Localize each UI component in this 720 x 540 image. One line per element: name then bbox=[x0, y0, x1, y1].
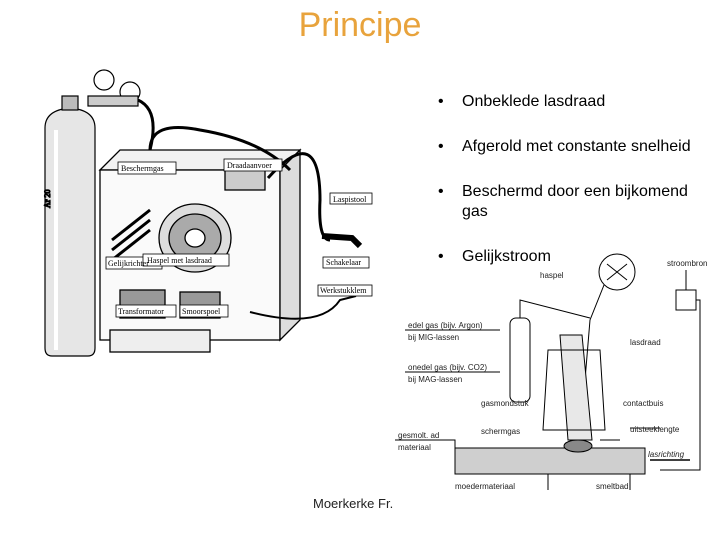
label-werkstukklem: Werkstukklem bbox=[320, 286, 367, 295]
label-box bbox=[142, 253, 230, 267]
label-beschermgas: Beschermgas bbox=[121, 164, 164, 173]
label-haspel-met-lasdraad: Haspel met lasdraad bbox=[147, 256, 212, 265]
label-box bbox=[117, 161, 177, 175]
bullet-text: Onbeklede lasdraad bbox=[462, 93, 606, 110]
label-box bbox=[322, 256, 370, 269]
label-schermgas: schermgas bbox=[481, 427, 520, 436]
label-lasdraad: lasdraad bbox=[630, 338, 661, 347]
label-box bbox=[179, 304, 229, 318]
label-haspel: haspel bbox=[540, 271, 564, 280]
bullet-item: • Onbeklede lasdraad bbox=[436, 92, 706, 112]
bullet-dot: • bbox=[438, 248, 444, 265]
bullet-text: Gelijkstroom bbox=[462, 248, 551, 265]
label-edelgas-1: edel gas (bijv. Argon) bbox=[408, 321, 483, 330]
bullet-dot: • bbox=[438, 93, 444, 110]
cylinder-label: Ar 20 bbox=[43, 190, 52, 208]
torch-hose bbox=[148, 126, 292, 172]
label-box bbox=[223, 158, 283, 172]
slide-title: Principe bbox=[298, 6, 422, 44]
bullet-item: • Afgerold met constante snelheid bbox=[436, 137, 706, 157]
label-smeltbad: smeltbad bbox=[596, 482, 628, 491]
welding-torch bbox=[321, 233, 363, 249]
label-uitsteeklengte: uitsteeklengte bbox=[630, 425, 680, 434]
label-gesmolten-2: materiaal bbox=[398, 443, 431, 452]
bullet-dot: • bbox=[438, 138, 444, 155]
ground-cable bbox=[249, 295, 357, 320]
label-gesmolten-1: gesmolt. ad bbox=[398, 431, 439, 440]
gas-cylinder: Ar 20 bbox=[42, 95, 96, 357]
machine-frame bbox=[98, 148, 302, 353]
label-lasrichting: lasrichting bbox=[648, 450, 685, 459]
label-transformator: Transformator bbox=[118, 307, 164, 316]
label-draadaanvoer: Draadaanvoer bbox=[227, 161, 272, 170]
bullet-item: • Gelijkstroom bbox=[436, 247, 706, 267]
bullet-list: • Onbeklede lasdraad • Afgerold met consta… bbox=[436, 92, 706, 292]
author-credit: Moerkerke Fr. bbox=[313, 496, 394, 511]
label-moedermateriaal: moedermateriaal bbox=[455, 482, 515, 491]
label-contactbuis: contactbuis bbox=[623, 399, 663, 408]
label-box bbox=[329, 192, 373, 205]
label-laspistool: Laspistool bbox=[333, 195, 367, 204]
bullet-dot: • bbox=[438, 183, 444, 200]
label-gelijkrichter: Gelijkrichter bbox=[108, 259, 149, 268]
label-onedelgas-1: onedel gas (bijv. CO2) bbox=[408, 363, 487, 372]
label-gasmondstuk: gasmondstuk bbox=[481, 399, 530, 408]
label-edelgas-2: bij MIG-lassen bbox=[408, 333, 459, 342]
bullet-text: Beschermd door een bijkomend gas bbox=[462, 183, 688, 220]
bullet-item: • Beschermd door een bijkomend gas bbox=[436, 182, 706, 222]
label-smoorspoel: Smoorspoel bbox=[182, 307, 221, 316]
label-box bbox=[115, 304, 177, 318]
label-stroombron: stroombron bbox=[667, 259, 707, 268]
pressure-regulator bbox=[87, 69, 155, 151]
label-onedelgas-2: bij MAG-lassen bbox=[408, 375, 462, 384]
bullet-text: Afgerold met constante snelheid bbox=[462, 138, 691, 155]
label-schakelaar: Schakelaar bbox=[326, 258, 361, 267]
mig-schematic bbox=[395, 253, 701, 490]
label-box bbox=[317, 284, 373, 297]
